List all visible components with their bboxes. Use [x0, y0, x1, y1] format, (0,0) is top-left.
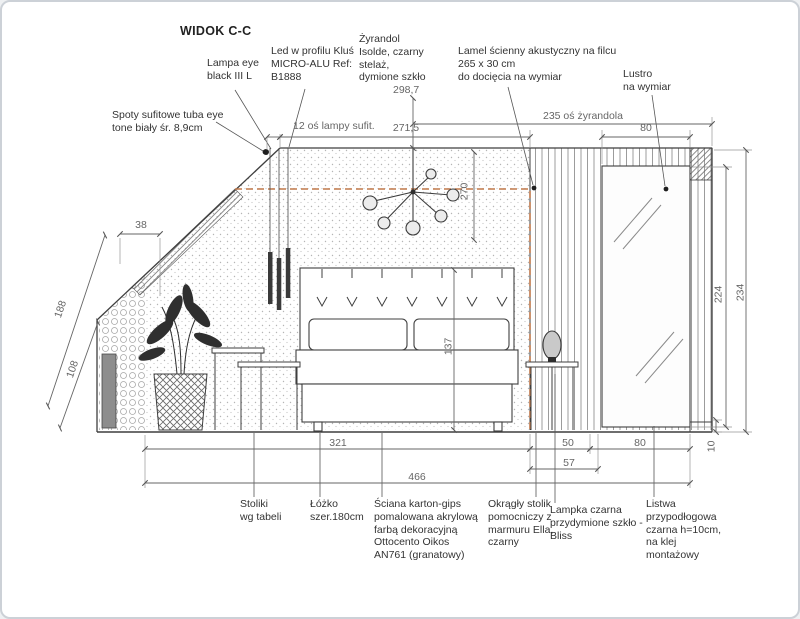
side-tables [211, 347, 301, 430]
drywall-dashed-outline [235, 188, 531, 430]
dim-80-bottom: 80 [634, 437, 646, 449]
callout-okragly-stolik: Okrągły stolik pomocniczy z marmuru Ella… [488, 498, 554, 549]
lamp-glass [542, 330, 562, 360]
bed-leg-right [493, 421, 503, 432]
callout-spoty: Spoty sufitowe tuba eye tone biały śr. 8… [112, 109, 224, 134]
dim-235-axis: 235 oś żyrandola [543, 110, 623, 122]
mirror [601, 165, 691, 428]
callout-lampa-eye: Lampa eye black III L [207, 57, 259, 82]
mirror-glass-marks [613, 197, 684, 384]
wall-section-post [101, 353, 117, 429]
mattress [295, 349, 519, 385]
chandelier [362, 148, 460, 236]
dim-271-5: 271,5 [392, 122, 420, 134]
callout-lampka: Lampka czarna przydymione szkło - Bliss [550, 504, 643, 542]
headboard-stitch-marks [316, 269, 508, 308]
page-title: WIDOK C-C [180, 24, 252, 38]
callout-listwa: Listwa przypodłogowa czarna h=10cm, na k… [646, 498, 721, 562]
callout-lustro: Lustro na wymiar [623, 68, 671, 93]
dimension-lines [45, 94, 750, 487]
dim-321: 321 [329, 437, 347, 449]
callout-led-profil: Led w profilu Kluś MICRO-ALU Ref: B1888 [271, 45, 354, 83]
dim-12-axis: 12 oś lampy sufit. [293, 120, 375, 132]
dim-270: 270 [458, 182, 471, 201]
leader-dots [262, 149, 669, 192]
plant-leaves [138, 284, 223, 361]
dim-466: 466 [408, 471, 426, 483]
beam-section [689, 147, 713, 181]
pillow-left [308, 318, 408, 351]
dim-224: 224 [712, 285, 725, 304]
callout-lamel: Lamel ścienny akustyczny na filcu 265 x … [458, 45, 617, 83]
lamp-base [548, 357, 556, 362]
dim-80-top: 80 [640, 122, 652, 134]
bed-leg-left [313, 421, 323, 432]
dim-57: 57 [563, 457, 575, 469]
round-side-table [525, 361, 579, 430]
callout-zyrandol: Żyrandol Isolde, czarny stelaż, dymione … [359, 33, 426, 84]
dim-50: 50 [562, 437, 574, 449]
dim-298-7: 298,7 [393, 84, 420, 96]
sloped-ceiling-line [96, 147, 281, 321]
callout-stoliki: Stoliki wg tabeli [240, 498, 282, 523]
bed-base [301, 383, 513, 423]
callout-sciana: Ściana karton-gips pomalowana akrylową f… [374, 498, 478, 562]
pendant-lamps [268, 148, 291, 310]
dim-10: 10 [705, 440, 718, 453]
plant-basket [153, 373, 208, 431]
dim-137: 137 [442, 337, 455, 356]
dim-38: 38 [135, 219, 147, 231]
pillow-right [413, 318, 510, 351]
table-lamp [542, 330, 562, 362]
plant [138, 284, 223, 431]
bed [295, 267, 519, 432]
callout-lozko: Łóżko szer.180cm [310, 498, 364, 523]
dim-234: 234 [734, 283, 747, 302]
